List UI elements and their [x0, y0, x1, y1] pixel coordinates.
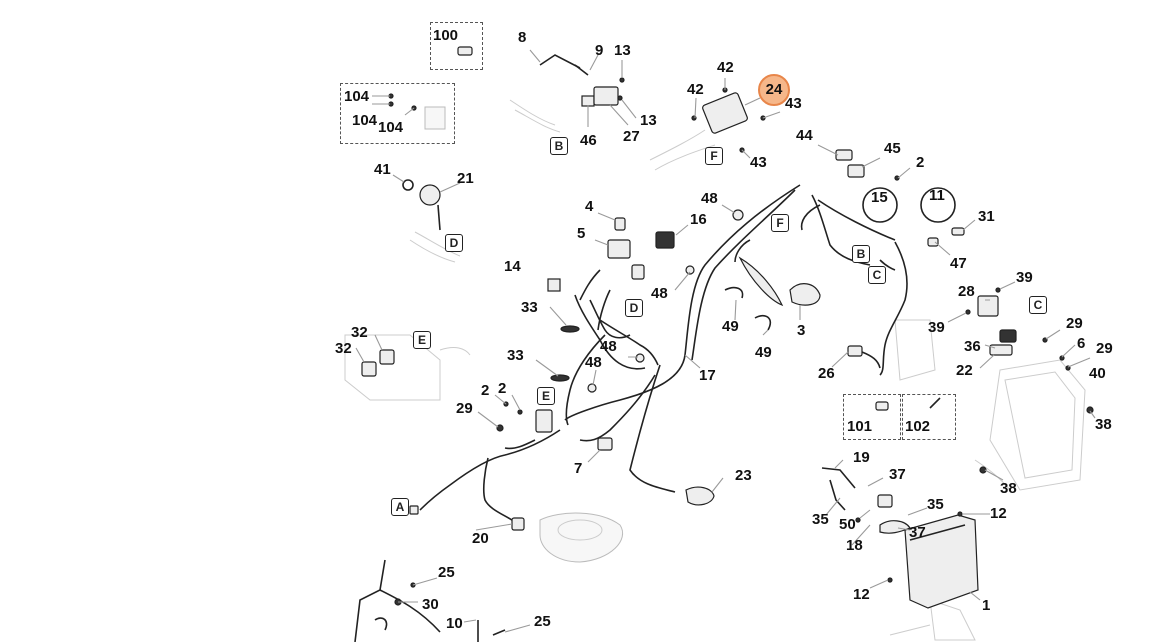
part-label-19[interactable]: 19 [853, 449, 870, 466]
part-label-25[interactable]: 25 [438, 564, 455, 581]
part-label-29[interactable]: 29 [456, 400, 473, 417]
connector-label-b[interactable]: B [550, 137, 568, 155]
part-label-48[interactable]: 48 [585, 354, 602, 371]
part-label-36[interactable]: 36 [964, 338, 981, 355]
part-label-49[interactable]: 49 [722, 318, 739, 335]
harness-wires [419, 184, 908, 523]
part-label-13[interactable]: 13 [640, 112, 657, 129]
part-label-10[interactable]: 10 [446, 615, 463, 632]
part-label-30[interactable]: 30 [422, 596, 439, 613]
part-label-41[interactable]: 41 [374, 161, 391, 178]
part-label-2[interactable]: 2 [498, 380, 507, 397]
part-label-20[interactable]: 20 [472, 530, 489, 547]
part-label-17[interactable]: 17 [699, 367, 716, 384]
part-label-2[interactable]: 2 [916, 154, 925, 171]
part-label-37[interactable]: 37 [889, 466, 906, 483]
part-label-42[interactable]: 42 [717, 59, 734, 76]
part-label-9[interactable]: 9 [595, 42, 604, 59]
part-label-29[interactable]: 29 [1066, 315, 1083, 332]
part-label-16[interactable]: 16 [690, 211, 707, 228]
connector-label-c[interactable]: C [1029, 296, 1047, 314]
connector-label-d[interactable]: D [445, 234, 463, 252]
part-label-32[interactable]: 32 [335, 340, 352, 357]
part-label-45[interactable]: 45 [884, 140, 901, 157]
part-label-48[interactable]: 48 [701, 190, 718, 207]
part-label-12[interactable]: 12 [853, 586, 870, 603]
components [354, 46, 1094, 642]
part-label-42[interactable]: 42 [687, 81, 704, 98]
part-label-49[interactable]: 49 [755, 344, 772, 361]
part-label-38[interactable]: 38 [1000, 480, 1017, 497]
connector-label-f[interactable]: F [705, 147, 723, 165]
part-label-33[interactable]: 33 [521, 299, 538, 316]
part-label-6[interactable]: 6 [1077, 335, 1086, 352]
part-label-3[interactable]: 3 [797, 322, 806, 339]
part-label-104[interactable]: 104 [344, 88, 370, 105]
part-label-39[interactable]: 39 [1016, 269, 1033, 286]
kit-box-104 [340, 83, 455, 144]
part-label-31[interactable]: 31 [978, 208, 995, 225]
part-label-27[interactable]: 27 [623, 128, 640, 145]
part-label-40[interactable]: 40 [1089, 365, 1106, 382]
part-label-39[interactable]: 39 [928, 319, 945, 336]
part-label-22[interactable]: 22 [956, 362, 973, 379]
ghost-parts [344, 99, 1086, 641]
part-label-37[interactable]: 37 [909, 524, 926, 541]
part-label-29[interactable]: 29 [1096, 340, 1113, 357]
part-label-23[interactable]: 23 [735, 467, 752, 484]
part-label-4[interactable]: 4 [585, 198, 594, 215]
part-label-102[interactable]: 102 [905, 418, 931, 435]
part-label-8[interactable]: 8 [518, 29, 527, 46]
connector-label-e[interactable]: E [413, 331, 431, 349]
connector-label-c[interactable]: C [868, 266, 886, 284]
part-label-21[interactable]: 21 [457, 170, 474, 187]
part-label-25[interactable]: 25 [534, 613, 551, 630]
part-label-28[interactable]: 28 [958, 283, 975, 300]
part-label-7[interactable]: 7 [574, 460, 583, 477]
connector-label-a[interactable]: A [391, 498, 409, 516]
part-label-12[interactable]: 12 [990, 505, 1007, 522]
connector-label-d[interactable]: D [625, 299, 643, 317]
part-label-50[interactable]: 50 [839, 516, 856, 533]
part-label-101[interactable]: 101 [847, 418, 873, 435]
part-label-46[interactable]: 46 [580, 132, 597, 149]
part-label-38[interactable]: 38 [1095, 416, 1112, 433]
part-label-104[interactable]: 104 [378, 119, 404, 136]
part-label-48[interactable]: 48 [600, 338, 617, 355]
part-label-44[interactable]: 44 [796, 127, 813, 144]
part-label-2[interactable]: 2 [481, 382, 490, 399]
part-label-43[interactable]: 43 [785, 95, 802, 112]
part-label-35[interactable]: 35 [927, 496, 944, 513]
part-label-26[interactable]: 26 [818, 365, 835, 382]
part-label-24-highlighted[interactable]: 24 [758, 74, 790, 106]
part-label-5[interactable]: 5 [577, 225, 586, 242]
part-label-35[interactable]: 35 [812, 511, 829, 528]
leader-lines [355, 49, 1096, 633]
part-label-33[interactable]: 33 [507, 347, 524, 364]
part-label-43[interactable]: 43 [750, 154, 767, 171]
kit-box-101 [843, 394, 901, 440]
kit-box-102 [902, 394, 956, 440]
kit-box-100 [430, 22, 483, 70]
connector-label-f[interactable]: F [771, 214, 789, 232]
connector-label-e[interactable]: E [537, 387, 555, 405]
part-label-14[interactable]: 14 [504, 258, 521, 275]
part-label-48[interactable]: 48 [651, 285, 668, 302]
part-label-100[interactable]: 100 [433, 27, 459, 44]
part-label-11[interactable]: 11 [929, 187, 945, 204]
part-label-18[interactable]: 18 [846, 537, 863, 554]
part-label-32[interactable]: 32 [351, 324, 368, 341]
part-label-13[interactable]: 13 [614, 42, 631, 59]
part-label-47[interactable]: 47 [950, 255, 967, 272]
part-label-104[interactable]: 104 [352, 112, 378, 129]
connector-label-b[interactable]: B [852, 245, 870, 263]
part-label-15[interactable]: 15 [871, 189, 888, 206]
part-label-1[interactable]: 1 [982, 597, 991, 614]
